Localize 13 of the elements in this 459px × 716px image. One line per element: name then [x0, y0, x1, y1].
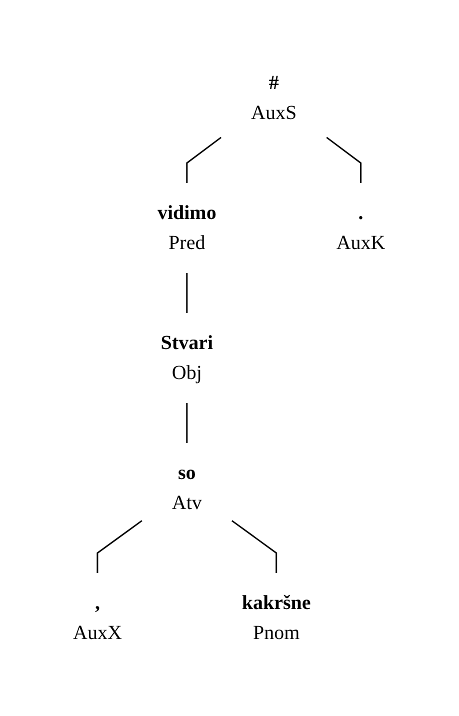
connector [232, 520, 278, 573]
node-text: so Atv [172, 462, 202, 514]
connector [97, 520, 143, 573]
node-text: kakršne Pnom [242, 592, 312, 644]
node-text: . AuxK [336, 202, 386, 254]
node-text: Stvari Obj [161, 332, 214, 384]
connector [186, 273, 188, 313]
connector [326, 136, 362, 183]
node-text: , AuxX [73, 592, 122, 644]
node-text: vidimo Pred [158, 202, 217, 254]
connector [186, 136, 222, 183]
node-text: # AuxS [251, 72, 298, 124]
connector [186, 403, 188, 443]
